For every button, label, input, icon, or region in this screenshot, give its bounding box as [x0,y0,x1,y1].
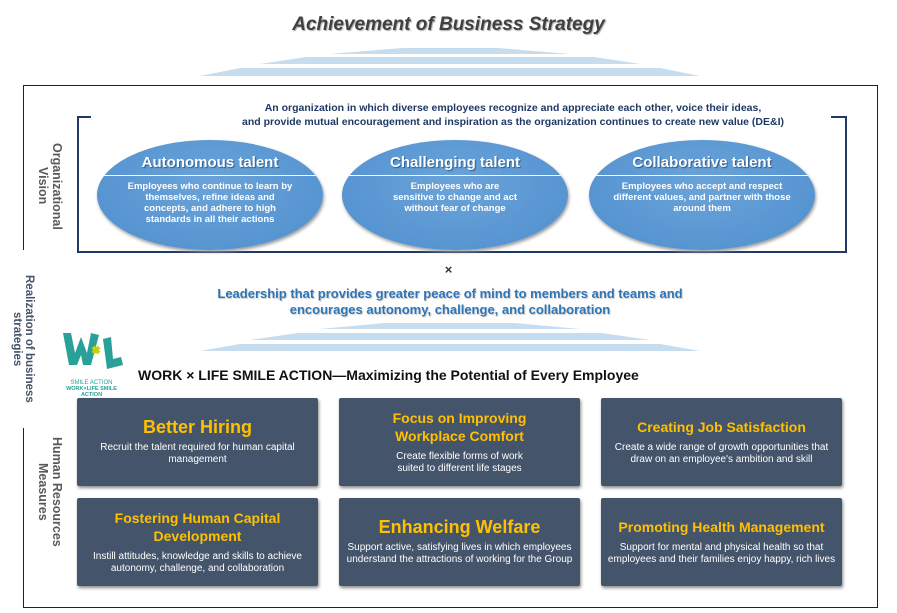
vision-label: Organizational Vision [36,142,64,230]
vision-statement-line: and provide mutual encouragement and ins… [241,116,784,128]
vision-bracket [77,116,847,253]
talent-title: Autonomous talent [141,154,279,171]
measure-desc: Support for mental and physical health s… [607,542,836,565]
vision-statement: An organization in which diverse employe… [100,101,897,129]
vision-statement-line: An organization in which diverse employe… [264,102,762,114]
side-label: Realization of business strategies [11,275,35,403]
measures-heading: WORK × LIFE SMILE ACTION—Maximizing the … [138,367,639,383]
smile-action-logo: SMILE ACTION WORK×LIFE SMILE ACTION [55,325,128,398]
measures-label: Human Resources Measures [36,437,64,547]
logo-text: WORK×LIFE SMILE ACTION [66,386,117,398]
talent-desc: Employees who accept and respect differe… [613,181,791,214]
talent-title: Collaborative talent [632,154,772,171]
bracket-tick [831,116,845,118]
wl-logo-icon [63,333,123,369]
talent-title: Challenging talent [389,154,520,171]
measure-title: Fostering Human Capital Development [114,510,281,544]
page-title: Achievement of Business Strategy [292,14,605,35]
talent-desc: Employees who are sensitive to change an… [392,181,518,214]
leadership-line: encourages autonomy, challenge, and coll… [289,302,611,317]
leadership-text: Leadership that provides greater peace o… [150,286,750,318]
side-label-box: Realization of business strategies [7,250,35,428]
bracket-tick [77,116,91,118]
measure-title: Enhancing Welfare [378,517,541,537]
talent-desc: Employees who continue to learn by thems… [127,181,293,225]
measure-desc: Create a wide range of growth opportunit… [614,442,829,465]
measure-title: Focus on Improving Workplace Comfort [392,410,527,444]
measure-desc: Create flexible forms of work suited to … [396,451,523,474]
leadership-line: Leadership that provides greater peace o… [217,286,683,301]
logo-text: SMILE ACTION [70,380,113,386]
measure-desc: Recruit the talent required for human ca… [100,442,295,465]
measure-title: Creating Job Satisfaction [637,419,806,435]
measure-desc: Instill attitudes, knowledge and skills … [92,551,302,574]
measure-title: Better Hiring [142,417,252,437]
multiply-sign: × [444,262,453,277]
measure-desc: Support active, satisfying lives in whic… [346,542,573,565]
measure-title: Promoting Health Management [618,519,825,535]
